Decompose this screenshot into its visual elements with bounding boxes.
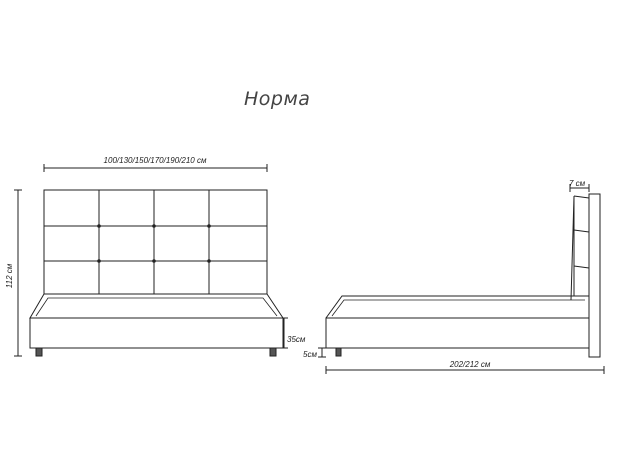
thickness-label: 7 см bbox=[569, 179, 586, 188]
base-height-label: 35см bbox=[287, 335, 306, 344]
leg-height-dimension bbox=[318, 347, 326, 358]
side-leg-left bbox=[335, 347, 342, 357]
base-height-dimension bbox=[280, 317, 288, 349]
height-label: 112 см bbox=[5, 263, 14, 288]
side-view bbox=[325, 193, 601, 358]
leg-height-label: 5см bbox=[303, 350, 317, 359]
front-leg-right bbox=[269, 347, 277, 357]
length-label: 202/212 см bbox=[449, 360, 491, 369]
width-label: 100/130/150/170/190/210 см bbox=[104, 156, 207, 165]
thickness-dimension bbox=[569, 184, 590, 192]
side-headboard bbox=[588, 193, 601, 358]
front-leg-left bbox=[35, 347, 43, 357]
tuft-buttons bbox=[97, 224, 211, 263]
front-headboard bbox=[43, 189, 268, 295]
front-base bbox=[29, 317, 284, 349]
height-dimension bbox=[14, 189, 22, 357]
length-dimension bbox=[325, 366, 605, 374]
width-dimension bbox=[43, 164, 268, 172]
side-base bbox=[325, 317, 590, 349]
front-view bbox=[29, 189, 284, 357]
model-title: Норма bbox=[244, 88, 311, 110]
